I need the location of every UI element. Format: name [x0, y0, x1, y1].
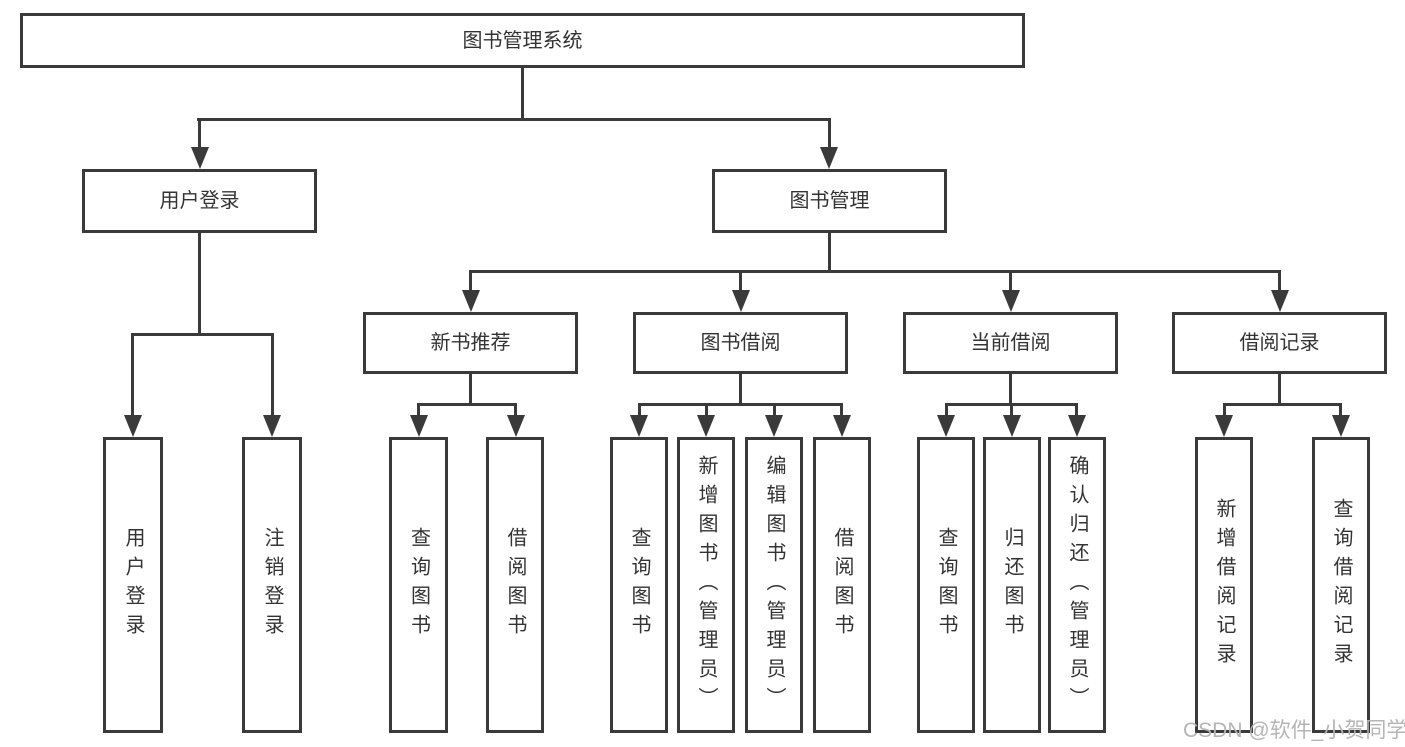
arrow-down-icon: [124, 415, 142, 437]
node-label: 新书推荐: [430, 332, 511, 354]
node-user-login-leaf: 用户登录: [103, 437, 163, 733]
arrow-down-icon: [820, 147, 838, 169]
arrow-down-icon: [697, 415, 715, 437]
arrow-down-icon: [937, 415, 955, 437]
node-label: 新增借阅记录: [1213, 498, 1235, 672]
arrow-down-icon: [263, 415, 281, 437]
node-book-borrowing: 图书借阅: [633, 312, 848, 374]
node-label: 图书借阅: [700, 332, 781, 354]
connector-group4-trunk: [1278, 372, 1281, 405]
connector-group4-drop-1: [1223, 403, 1226, 417]
connector-bookmgmt-trunk: [828, 231, 831, 272]
connector-userlogin-drop-1: [131, 333, 134, 417]
node-add-borrow-record: 新增借阅记录: [1195, 437, 1253, 733]
node-logout-leaf: 注销登录: [242, 437, 302, 733]
node-confirm-return-admin: 确认归还（管理员）: [1048, 437, 1106, 733]
node-query-books-1: 查询图书: [389, 437, 448, 733]
connector-group3-drop-3: [1075, 403, 1078, 417]
connector-group1-splitter: [417, 403, 517, 406]
arrow-down-icon: [630, 415, 648, 437]
arrow-down-icon: [191, 147, 209, 169]
node-label: 确认归还（管理员）: [1066, 454, 1088, 716]
arrow-down-icon: [732, 290, 750, 312]
node-new-book-recommendation: 新书推荐: [363, 312, 578, 374]
watermark-text: CSDN @软件_小贺同学: [1183, 719, 1405, 742]
node-label: 用户登录: [159, 190, 240, 212]
arrow-down-icon: [833, 415, 851, 437]
connector-bookmgmt-splitter: [469, 270, 1281, 273]
arrow-down-icon: [1002, 290, 1020, 312]
connector-group2-drop-4: [840, 403, 843, 417]
node-query-books-3: 查询图书: [917, 437, 975, 733]
connector-group1-drop-2: [514, 403, 517, 417]
node-label: 用户登录: [122, 527, 144, 643]
arrow-down-icon: [1215, 415, 1233, 437]
arrow-down-icon: [507, 415, 525, 437]
arrow-down-icon: [1003, 415, 1021, 437]
connector-bookmgmt-drop-1: [469, 270, 472, 292]
node-query-borrow-record: 查询借阅记录: [1312, 437, 1370, 733]
node-label: 查询图书: [935, 527, 957, 643]
connector-userlogin-drop-2: [271, 333, 274, 417]
connector-group4-drop-2: [1339, 403, 1342, 417]
connector-group3-drop-2: [1010, 403, 1013, 417]
node-label: 查询借阅记录: [1330, 498, 1352, 672]
arrow-down-icon: [1332, 415, 1350, 437]
node-label: 查询图书: [407, 527, 430, 643]
connector-root-splitter: [197, 118, 831, 121]
connector-userlogin-trunk: [198, 231, 201, 335]
connector-bookmgmt-drop-2: [739, 270, 742, 292]
connector-userlogin-splitter: [131, 333, 274, 336]
connector-group1-drop-1: [417, 403, 420, 417]
connector-group1-trunk: [469, 372, 472, 405]
node-return-books: 归还图书: [983, 437, 1041, 733]
connector-group3-trunk: [1009, 372, 1012, 405]
connector-root-right-drop: [828, 118, 831, 150]
node-borrow-books-2: 借阅图书: [813, 437, 871, 733]
node-user-login: 用户登录: [82, 169, 317, 233]
connector-bookmgmt-drop-4: [1278, 270, 1281, 292]
connector-group2-splitter: [638, 403, 843, 406]
connector-group2-trunk: [739, 372, 742, 405]
node-book-management: 图书管理: [712, 169, 947, 233]
arrow-down-icon: [765, 415, 783, 437]
connector-root-trunk: [521, 66, 524, 120]
node-add-books-admin: 新增图书（管理员）: [677, 437, 735, 733]
connector-group2-drop-1: [638, 403, 641, 417]
connector-group3-drop-1: [945, 403, 948, 417]
arrow-down-icon: [1271, 290, 1289, 312]
node-current-borrowing: 当前借阅: [903, 312, 1118, 374]
node-label: 编辑图书（管理员）: [763, 454, 785, 716]
connector-group2-drop-2: [705, 403, 708, 417]
node-label: 借阅图书: [504, 527, 526, 643]
node-edit-books-admin: 编辑图书（管理员）: [745, 437, 803, 733]
connector-bookmgmt-drop-3: [1009, 270, 1012, 292]
connector-group2-drop-3: [773, 403, 776, 417]
arrow-down-icon: [462, 290, 480, 312]
node-borrow-books-1: 借阅图书: [486, 437, 544, 733]
node-label: 归还图书: [1001, 527, 1023, 643]
node-label: 注销登录: [261, 527, 283, 643]
connector-group4-splitter: [1223, 403, 1342, 406]
node-label: 图书管理: [789, 190, 870, 212]
node-label: 借阅图书: [831, 527, 853, 643]
node-label: 当前借阅: [970, 332, 1051, 354]
node-query-books-2: 查询图书: [610, 437, 668, 733]
node-label: 借阅记录: [1239, 332, 1320, 354]
arrow-down-icon: [1068, 415, 1086, 437]
node-label: 图书管理系统: [462, 29, 583, 52]
node-label: 新增图书（管理员）: [695, 454, 717, 716]
node-borrowing-records: 借阅记录: [1172, 312, 1387, 374]
arrow-down-icon: [410, 415, 428, 437]
connector-root-left-drop: [198, 118, 201, 150]
node-library-management-system: 图书管理系统: [20, 13, 1025, 68]
node-label: 查询图书: [628, 527, 650, 643]
